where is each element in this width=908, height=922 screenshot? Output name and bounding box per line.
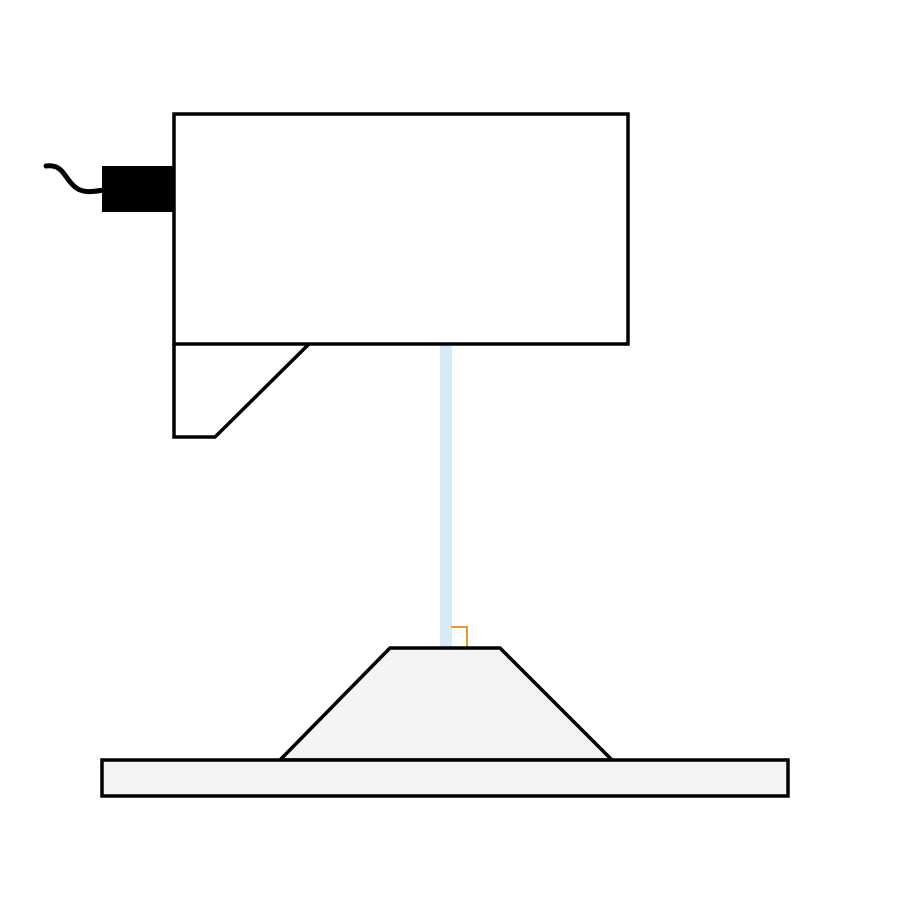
power-plug bbox=[102, 166, 174, 212]
specimen-mount bbox=[275, 646, 617, 762]
light-beam bbox=[440, 346, 452, 648]
power-cable bbox=[43, 163, 107, 195]
device-bracket bbox=[172, 342, 311, 439]
right-angle-marker bbox=[451, 626, 468, 648]
base-plate bbox=[100, 758, 790, 798]
device-body bbox=[172, 112, 630, 346]
